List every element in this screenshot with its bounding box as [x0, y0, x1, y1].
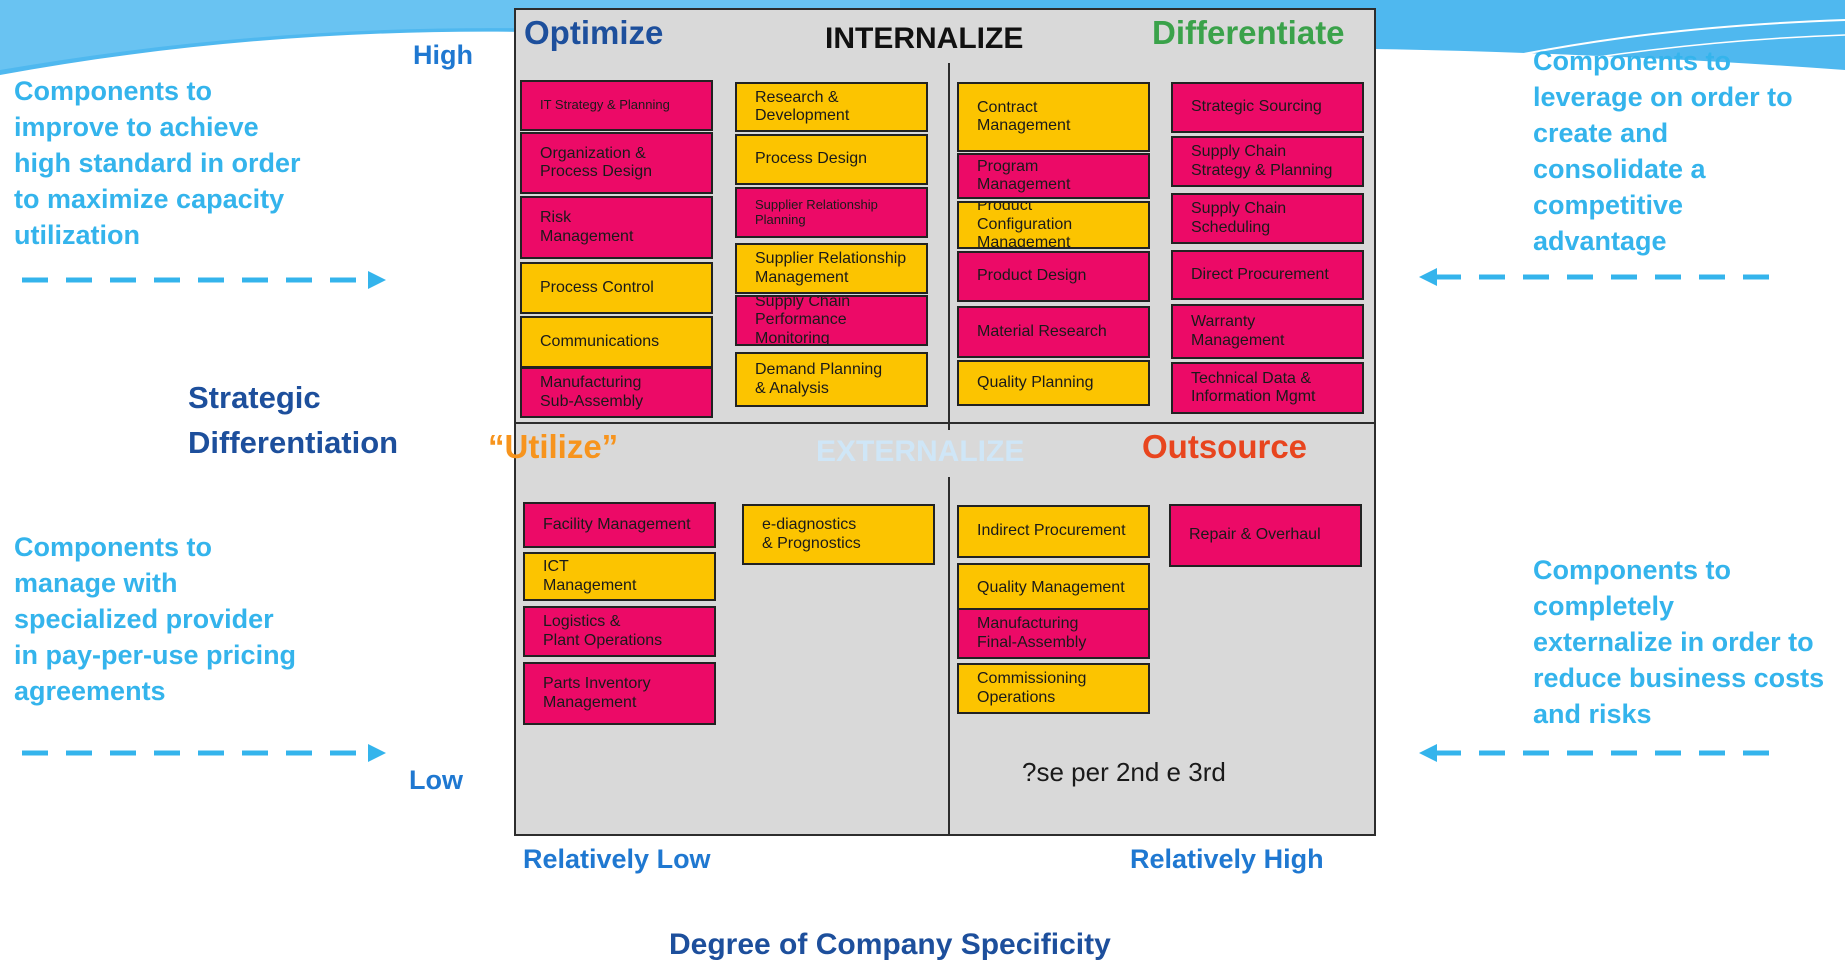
quadrant-title-outsource: Outsource: [1142, 428, 1308, 465]
component-box[interactable]: ICT Management: [523, 552, 716, 601]
y-axis-low: Low: [409, 765, 463, 795]
dashed-arrow-right-top: [22, 271, 386, 289]
component-box[interactable]: Supplier Relationship Planning: [735, 187, 928, 238]
component-box[interactable]: Repair & Overhaul: [1169, 504, 1362, 567]
matrix-note: ?se per 2nd e 3rd: [1022, 757, 1226, 787]
component-box[interactable]: Direct Procurement: [1171, 250, 1364, 300]
component-box[interactable]: Manufacturing Final-Assembly: [957, 608, 1150, 659]
component-box[interactable]: Product Configuration Management: [957, 201, 1150, 249]
dashed-arrow-right-bottom: [22, 744, 386, 762]
x-axis-low: Relatively Low: [523, 844, 711, 874]
dashed-arrow-left-top: [1419, 268, 1783, 286]
component-box[interactable]: Material Research: [957, 306, 1150, 358]
component-box[interactable]: IT Strategy & Planning: [520, 80, 713, 131]
y-axis-high: High: [413, 40, 473, 70]
component-box[interactable]: Contract Management: [957, 82, 1150, 152]
x-axis-high: Relatively High: [1130, 844, 1324, 874]
component-box[interactable]: Quality Management: [957, 563, 1150, 613]
component-box[interactable]: Commissioning Operations: [957, 663, 1150, 714]
component-box[interactable]: Parts Inventory Management: [523, 662, 716, 725]
quadrant-title-optimize: Optimize: [524, 14, 664, 51]
component-box[interactable]: Warranty Management: [1171, 304, 1364, 359]
component-box[interactable]: Technical Data & Information Mgmt: [1171, 362, 1364, 414]
y-axis-title-line2: Differentiation: [188, 425, 399, 460]
divider-vertical-bottom: [948, 477, 950, 836]
component-box[interactable]: Communications: [520, 316, 713, 368]
divider-horizontal: [516, 422, 1374, 424]
component-box[interactable]: Research & Development: [735, 82, 928, 132]
quadrant-title-utilize: “Utilize”: [488, 428, 619, 465]
component-box[interactable]: Risk Management: [520, 196, 713, 259]
bottom-left-note: Components to manage with specialized pr…: [14, 532, 297, 706]
dashed-arrow-left-bottom: [1419, 744, 1783, 762]
bottom-right-note: Components to completely externalize in …: [1533, 555, 1825, 729]
y-axis-title-line1: Strategic: [188, 380, 321, 415]
component-box[interactable]: Process Design: [735, 134, 928, 185]
component-box[interactable]: Logistics & Plant Operations: [523, 606, 716, 657]
quadrant-title-differentiate: Differentiate: [1152, 14, 1345, 51]
internalize-label: INTERNALIZE: [825, 22, 1024, 55]
component-box[interactable]: Supplier Relationship Management: [735, 243, 928, 294]
component-box[interactable]: Organization & Process Design: [520, 132, 713, 194]
component-box[interactable]: Manufacturing Sub-Assembly: [520, 367, 713, 418]
component-box[interactable]: Supply Chain Scheduling: [1171, 193, 1364, 244]
component-box[interactable]: Indirect Procurement: [957, 505, 1150, 558]
component-box[interactable]: Process Control: [520, 262, 713, 314]
component-box[interactable]: Program Management: [957, 153, 1150, 199]
component-box[interactable]: Strategic Sourcing: [1171, 82, 1364, 133]
matrix-panel: Optimize INTERNALIZE Differentiate “Util…: [488, 8, 1376, 836]
component-box[interactable]: Quality Planning: [957, 360, 1150, 406]
component-box[interactable]: Supply Chain Strategy & Planning: [1171, 136, 1364, 187]
externalize-label: EXTERNALIZE: [816, 435, 1025, 468]
component-box[interactable]: Facility Management: [523, 502, 716, 548]
top-left-note: Components to improve to achieve high st…: [14, 76, 301, 250]
component-box[interactable]: Product Design: [957, 251, 1150, 302]
top-right-note: Components to leverage on order to creat…: [1533, 46, 1793, 256]
divider-vertical-top: [948, 63, 950, 430]
component-box[interactable]: Demand Planning & Analysis: [735, 352, 928, 407]
component-box[interactable]: Supply Chain Performance Monitoring: [735, 295, 928, 346]
component-box[interactable]: e-diagnostics & Prognostics: [742, 504, 935, 565]
x-axis-title: Degree of Company Specificity: [669, 928, 1111, 961]
